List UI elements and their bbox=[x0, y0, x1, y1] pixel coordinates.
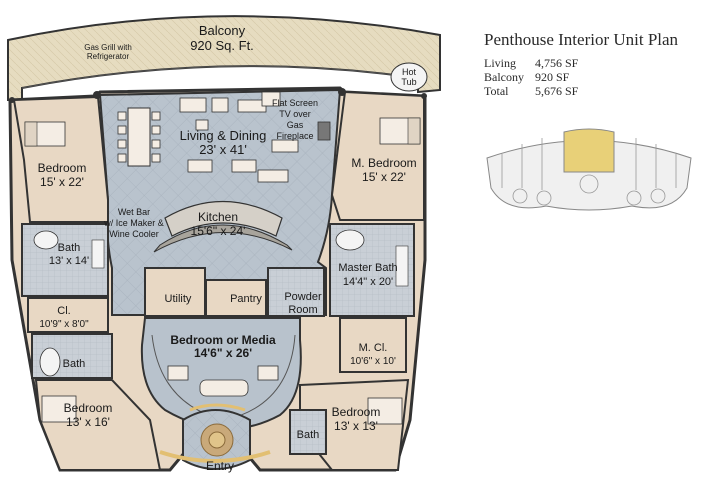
bedroom-se-name: Bedroom bbox=[332, 405, 381, 419]
master-closet-floor bbox=[339, 317, 407, 373]
bath-se-floor bbox=[289, 409, 327, 455]
tv-label-1: Flat Screen bbox=[272, 98, 318, 108]
gas-grill-label-1: Gas Grill with bbox=[84, 43, 132, 52]
key-plan-thumbnail bbox=[486, 128, 692, 211]
master-bedroom-name: M. Bedroom bbox=[351, 156, 416, 170]
closet-w-floor bbox=[27, 297, 109, 333]
stat-living: Living 4,756 SF bbox=[484, 56, 678, 70]
wetbar-label-2: w/ Ice Maker & bbox=[103, 218, 164, 228]
tv-label-3: Gas bbox=[287, 120, 304, 130]
key-plan-highlight bbox=[563, 128, 615, 173]
plan-info: Penthouse Interior Unit Plan Living 4,75… bbox=[484, 30, 678, 98]
media-room-name: Bedroom or Media bbox=[170, 333, 276, 347]
powder-room-floor bbox=[267, 267, 325, 317]
master-bath-size: 14'4" x 20' bbox=[343, 276, 393, 288]
bed-se bbox=[367, 397, 403, 425]
pantry-label: Pantry bbox=[230, 293, 262, 305]
gas-grill-label-2: Refrigerator bbox=[87, 52, 130, 61]
closet-w-size: 10'9" x 8'0" bbox=[39, 319, 89, 330]
stat-living-label: Living bbox=[484, 56, 516, 70]
stat-total-value: 5,676 SF bbox=[535, 84, 579, 98]
living-name: Living & Dining bbox=[180, 128, 267, 143]
hot-tub-label-1: Hot bbox=[402, 67, 417, 77]
master-bedroom-size: 15' x 22' bbox=[362, 170, 406, 184]
master-closet-name: M. Cl. bbox=[359, 342, 388, 354]
media-room-size: 14'6" x 26' bbox=[194, 346, 252, 360]
plan-title: Penthouse Interior Unit Plan bbox=[484, 30, 679, 49]
bed-sw bbox=[41, 395, 77, 423]
bath-sw-label: Bath bbox=[63, 358, 86, 370]
tv-label-4: Fireplace bbox=[276, 131, 313, 141]
tv-label-2: TV over bbox=[279, 109, 311, 119]
stat-balcony: Balcony 920 SF bbox=[484, 70, 678, 84]
bedroom-nw-name: Bedroom bbox=[38, 161, 87, 175]
master-closet-size: 10'6" x 10' bbox=[350, 356, 396, 367]
master-bath-name: Master Bath bbox=[338, 262, 397, 274]
wetbar-label-3: Wine Cooler bbox=[109, 229, 159, 239]
bedroom-se-size: 13' x 13' bbox=[334, 419, 378, 433]
hot-tub bbox=[390, 62, 428, 92]
bedroom-nw-floor bbox=[12, 95, 109, 223]
kitchen-name: Kitchen bbox=[198, 210, 238, 224]
bedroom-sw-name: Bedroom bbox=[64, 401, 113, 415]
wetbar-label-1: Wet Bar bbox=[118, 207, 150, 217]
utility-floor bbox=[144, 267, 206, 317]
bedroom-sw-size: 13' x 16' bbox=[66, 415, 110, 429]
fireplace bbox=[317, 121, 331, 141]
kitchen-size: 15'6" x 24' bbox=[191, 224, 246, 238]
stat-living-value: 4,756 SF bbox=[535, 56, 579, 70]
dining-table bbox=[127, 107, 151, 167]
living-furniture bbox=[179, 91, 299, 183]
pantry-floor bbox=[205, 279, 267, 317]
media-sofa bbox=[199, 379, 249, 397]
closet-w-name: Cl. bbox=[57, 305, 70, 317]
kitchen-island bbox=[164, 200, 283, 237]
balcony-size: 920 Sq. Ft. bbox=[190, 38, 254, 53]
stat-balcony-label: Balcony bbox=[484, 70, 524, 84]
stat-total-label: Total bbox=[484, 84, 509, 98]
powder-label-2: Room bbox=[288, 304, 317, 316]
utility-label: Utility bbox=[165, 293, 192, 305]
bath-w-name: Bath bbox=[58, 242, 81, 254]
entry-label: Entry bbox=[206, 459, 234, 473]
living-size: 23' x 41' bbox=[199, 142, 247, 157]
stat-balcony-value: 920 SF bbox=[535, 70, 570, 84]
bath-w-size: 13' x 14' bbox=[49, 255, 89, 267]
hot-tub-label-2: Tub bbox=[401, 77, 416, 87]
balcony-name: Balcony bbox=[199, 23, 246, 38]
powder-label-1: Powder bbox=[284, 291, 322, 303]
bath-se-label: Bath bbox=[297, 429, 320, 441]
stat-total: Total 5,676 SF bbox=[484, 84, 678, 98]
bedroom-nw-size: 15' x 22' bbox=[40, 175, 84, 189]
